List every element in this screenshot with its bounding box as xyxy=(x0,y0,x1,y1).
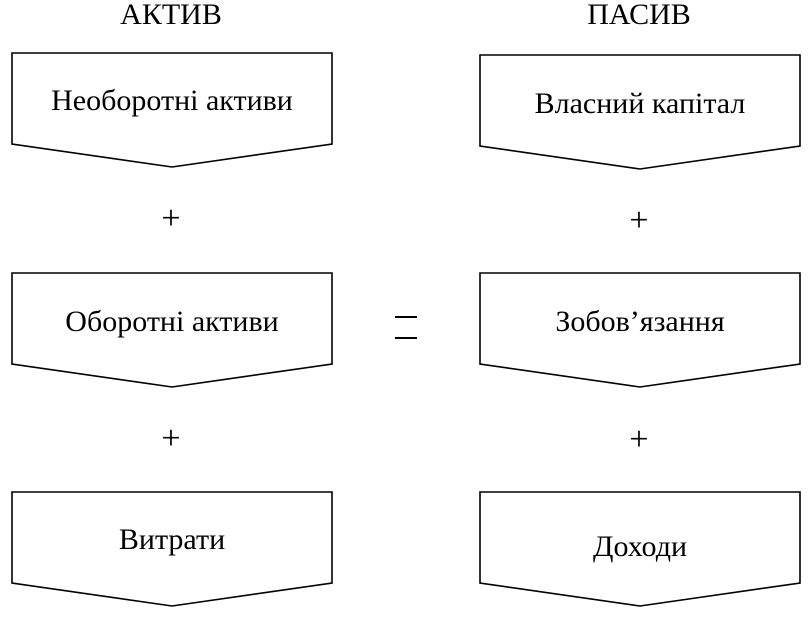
pentagon-shape xyxy=(479,491,801,607)
box-income: Доходи xyxy=(479,491,801,609)
equals-bar-top xyxy=(395,316,417,318)
box-current-assets: Оборотні активи xyxy=(11,272,333,390)
box-label: Зобов’язання xyxy=(555,305,725,338)
box-expenses: Витрати xyxy=(11,491,333,609)
plus-sign: + xyxy=(629,421,649,458)
box-non-current-assets: Необоротні активи xyxy=(11,52,333,170)
heading-liabilities: ПАСИВ xyxy=(587,0,691,31)
pentagon-shape xyxy=(11,52,333,168)
plus-sign: + xyxy=(629,202,649,239)
pentagon-shape xyxy=(479,54,801,170)
heading-assets: АКТИВ xyxy=(120,0,222,31)
pentagon-shape xyxy=(11,491,333,607)
box-label: Доходи xyxy=(592,530,688,563)
pentagon-shape xyxy=(11,272,333,388)
equals-sign xyxy=(385,308,425,348)
plus-sign: + xyxy=(161,200,181,237)
box-label: Необоротні активи xyxy=(51,84,293,117)
plus-sign: + xyxy=(161,420,181,457)
box-label: Витрати xyxy=(118,523,226,556)
box-label: Оборотні активи xyxy=(65,305,279,338)
box-liabilities: Зобов’язання xyxy=(479,272,801,390)
box-label: Власний капітал xyxy=(534,87,746,120)
pentagon-shape xyxy=(479,272,801,388)
equals-bar-bottom xyxy=(395,337,417,339)
box-equity: Власний капітал xyxy=(479,54,801,172)
